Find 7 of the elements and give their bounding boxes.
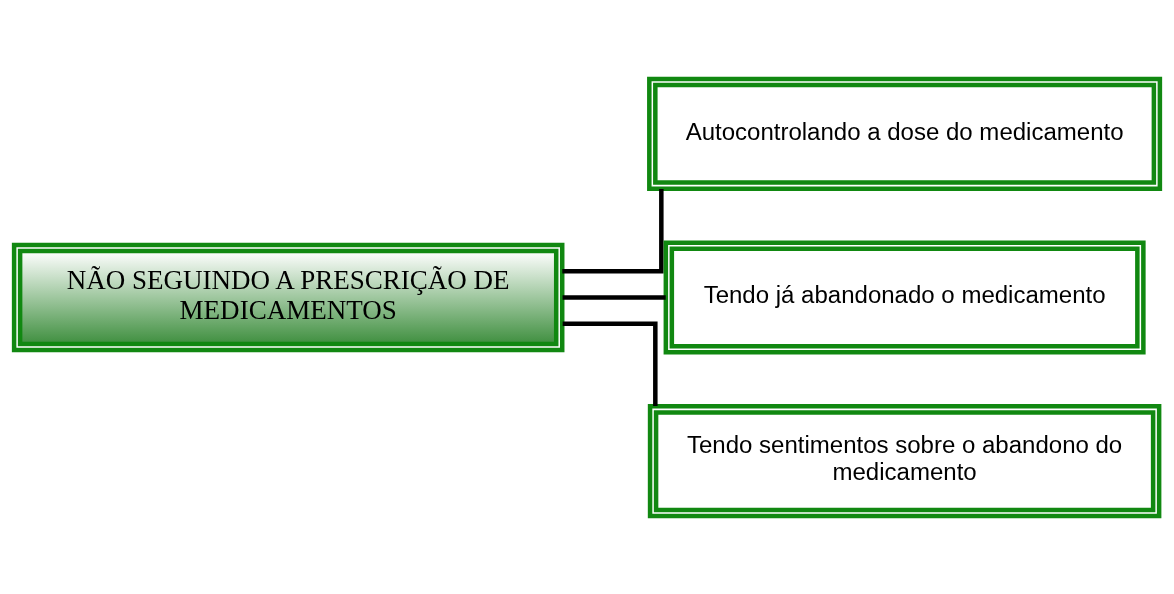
node-box: NÃO SEGUINDO A PRESCRIÇÃO DE MEDICAMENTOS xyxy=(11,242,565,352)
connector xyxy=(562,321,658,406)
node-box: Autocontrolando a dose do medicamento xyxy=(647,76,1163,191)
connector xyxy=(562,294,666,300)
node-box: Tendo já abandonado o medicamento xyxy=(663,239,1146,355)
node-box: Tendo sentimentos sobre o abandono do medicamento xyxy=(647,403,1162,518)
connector xyxy=(562,188,664,273)
